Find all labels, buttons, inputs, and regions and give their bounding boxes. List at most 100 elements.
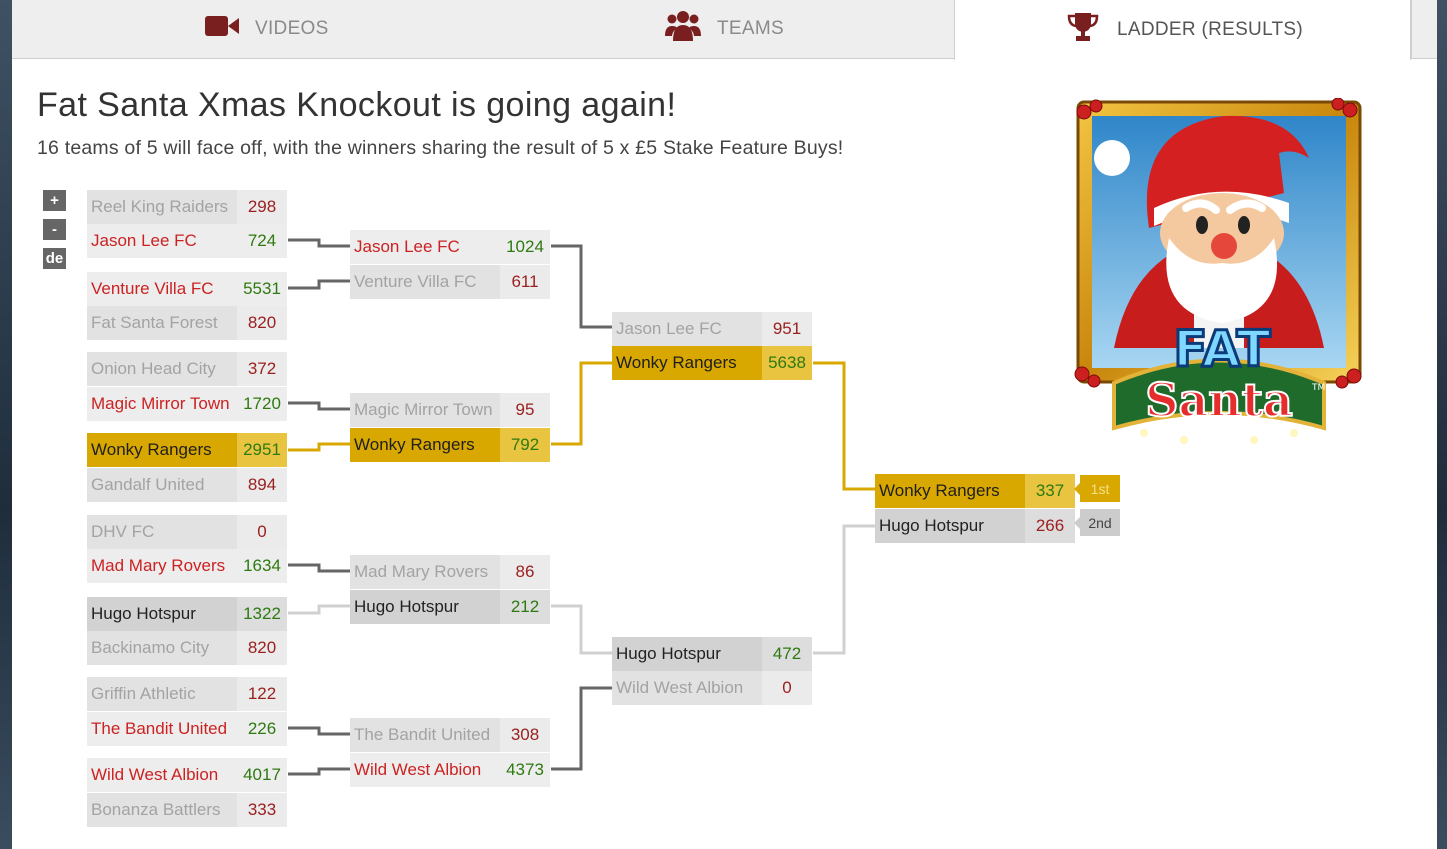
users-icon (665, 10, 701, 48)
connector-r2-2 (551, 361, 612, 446)
tab-teams[interactable]: TEAMS (483, 0, 954, 59)
team-score: 2951 (237, 433, 287, 467)
team-score: 226 (237, 712, 287, 746)
team-score: 1024 (500, 230, 550, 264)
team-score: 894 (237, 468, 287, 502)
team-name: Jason Lee FC (350, 230, 500, 264)
team-score: 611 (500, 265, 550, 299)
team-score: 337 (1025, 474, 1075, 508)
team-name: Wonky Rangers (612, 346, 762, 380)
team-name: Venture Villa FC (350, 265, 500, 299)
team-name: DHV FC (87, 515, 237, 549)
team-name: Bonanza Battlers (87, 793, 237, 827)
team-score: 333 (237, 793, 287, 827)
team-name: Jason Lee FC (87, 224, 237, 258)
team-name: Wonky Rangers (87, 433, 237, 467)
team-score: 951 (762, 312, 812, 346)
team-name: Hugo Hotspur (612, 637, 762, 671)
team-name: Fat Santa Forest (87, 306, 237, 340)
team-name: Onion Head City (87, 352, 237, 386)
team-name: Hugo Hotspur (875, 509, 1025, 543)
team-name: Wonky Rangers (875, 474, 1025, 508)
team-score: 266 (1025, 509, 1075, 543)
connector-r1-4 (288, 442, 350, 452)
rank-badge-1st: 1st (1074, 475, 1120, 502)
zoom-out-button[interactable]: - (43, 219, 66, 240)
team-name: Wonky Rangers (350, 428, 500, 462)
team-name: Mad Mary Rovers (350, 555, 500, 589)
logo-text-santa: Santa (1145, 373, 1293, 427)
trophy-icon (1067, 12, 1099, 48)
zoom-in-button[interactable]: + (43, 190, 66, 211)
team-score: 86 (500, 555, 550, 589)
team-name: Backinamo City (87, 631, 237, 665)
team-score: 5531 (237, 272, 287, 306)
team-name: Wild West Albion (612, 671, 762, 705)
background-left (0, 0, 12, 849)
tab-ladder-results[interactable]: LADDER (RESULTS) (954, 0, 1411, 60)
team-score: 122 (237, 677, 287, 711)
tab-videos[interactable]: VIDEOS (12, 0, 483, 59)
team-name: Venture Villa FC (87, 272, 237, 306)
team-score: 1634 (237, 549, 287, 583)
team-score: 472 (762, 637, 812, 671)
team-score: 5638 (762, 346, 812, 380)
team-score: 0 (237, 515, 287, 549)
tab-teams-label: TEAMS (717, 18, 784, 39)
connector-r1-5 (288, 563, 350, 573)
page-title: Fat Santa Xmas Knockout is going again! (37, 86, 677, 124)
page-subtitle: 16 teams of 5 will face off, with the wi… (37, 137, 844, 159)
language-button[interactable]: de (43, 248, 66, 269)
logo-text-fat: FAT (1173, 320, 1270, 378)
team-score: 4017 (237, 758, 287, 792)
team-score: 792 (500, 428, 550, 462)
team-score: 820 (237, 631, 287, 665)
tab-ladder-results-label: LADDER (RESULTS) (1117, 19, 1304, 40)
team-name: Griffin Athletic (87, 677, 237, 711)
video-camera-icon (205, 14, 239, 44)
tab-videos-label: VIDEOS (255, 18, 329, 39)
team-score: 212 (500, 590, 550, 624)
background-right (1437, 0, 1447, 849)
connector-r2-1 (551, 244, 612, 329)
team-score: 372 (237, 352, 287, 386)
team-score: 0 (762, 671, 812, 705)
tab-extra[interactable] (1411, 0, 1437, 59)
team-score: 95 (500, 393, 550, 427)
team-name: Magic Mirror Town (87, 387, 237, 421)
team-score: 4373 (500, 753, 550, 787)
team-name: Wild West Albion (350, 753, 500, 787)
team-name: The Bandit United (87, 712, 237, 746)
team-score: 724 (237, 224, 287, 258)
